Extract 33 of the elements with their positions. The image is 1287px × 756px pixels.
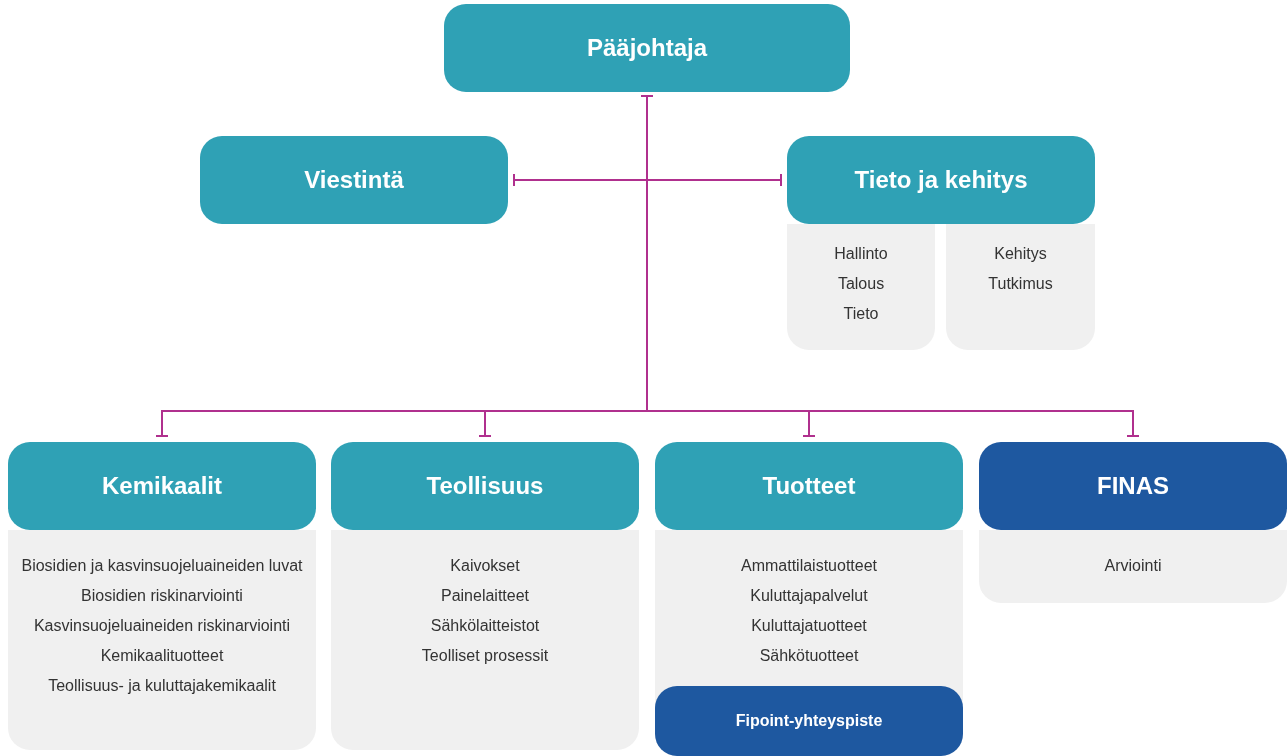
list-panel (979, 530, 1287, 603)
list-item: Kemikaalituotteet (99, 646, 225, 666)
list-item: Kuluttajatuotteet (750, 616, 868, 636)
unit-box: FINAS (979, 442, 1287, 530)
list-item: Arviointi (1103, 556, 1163, 576)
list-item: Biosidien ja kasvinsuojeluaineiden luvat (20, 556, 304, 576)
list-item: Painelaitteet (439, 586, 531, 606)
list-item: Biosidien riskinarviointi (80, 586, 244, 606)
list-item: Sähkölaitteistot (429, 616, 541, 636)
list-item: Kehitys (993, 244, 1048, 264)
list-item: Teolliset prosessit (420, 646, 550, 666)
list-item: Tutkimus (987, 274, 1054, 294)
unit-box: Viestintä (200, 136, 508, 224)
contact-point-box: Fipoint-yhteyspiste (655, 686, 963, 756)
list-panel (946, 224, 1095, 350)
unit-box: Tieto ja kehitys (787, 136, 1095, 224)
list-panel (787, 224, 935, 350)
list-item: Kasvinsuojeluaineiden riskinarviointi (32, 616, 292, 636)
unit-box: Pääjohtaja (444, 4, 850, 92)
list-item: Teollisuus- ja kuluttajakemikaalit (47, 676, 277, 696)
list-item: Kuluttajapalvelut (749, 586, 869, 606)
list-panel (331, 530, 639, 750)
list-panel (655, 530, 963, 756)
list-item: Talous (836, 274, 886, 294)
list-item: Sähkötuotteet (758, 646, 860, 666)
unit-box: Kemikaalit (8, 442, 316, 530)
list-item: Tieto (842, 304, 880, 324)
list-panel (8, 530, 316, 750)
unit-box: Tuotteet (655, 442, 963, 530)
list-item: Ammattilaistuotteet (739, 556, 879, 576)
list-item: Kaivokset (449, 556, 521, 576)
unit-box: Teollisuus (331, 442, 639, 530)
list-item: Hallinto (833, 244, 889, 264)
